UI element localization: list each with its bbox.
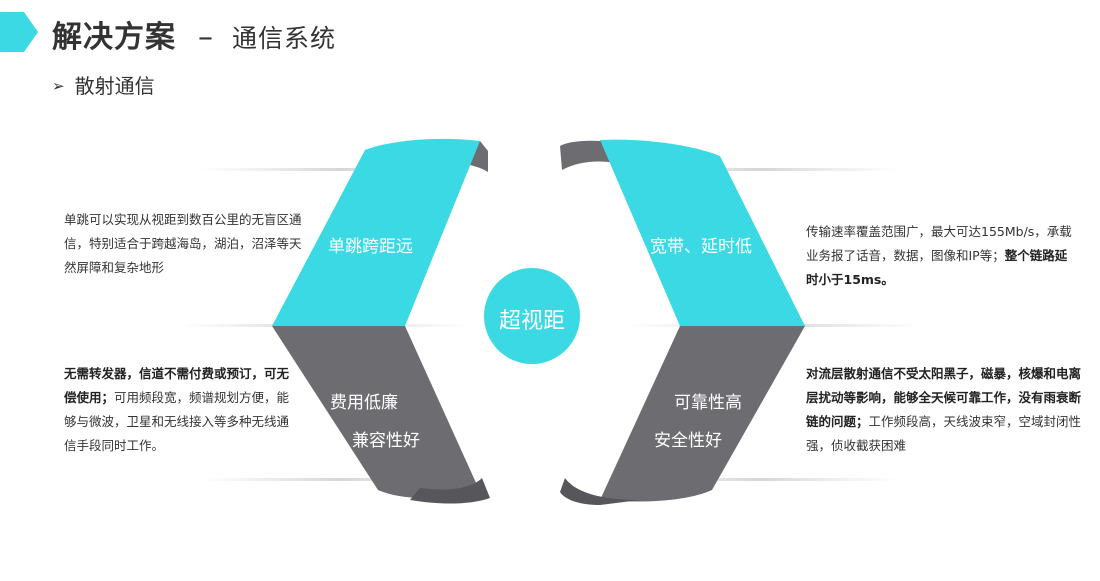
ribbon-left-top [272, 138, 480, 326]
desc-bottom-left: 无需转发器，信道不需付费或预订，可无偿使用；可用频段宽，频谱规划方便，能够与微波… [64, 362, 296, 458]
center-label: 超视距 [498, 309, 565, 334]
section-heading: ➢ 散射通信 [52, 70, 155, 99]
guide-line [200, 168, 480, 171]
label-bottom-left-2: 兼容性好 [352, 431, 420, 451]
desc-bottom-left-bold: 无需转发器，信道不需付费或预订，可无偿使用； [64, 366, 290, 405]
guide-line [620, 478, 900, 481]
desc-top-left-text: 单跳可以实现从视距到数百公里的无盲区通信，特别适合于跨越海岛，湖泊，沼泽等天然屏… [64, 212, 302, 275]
page-title: 解决方案–通信系统 [52, 12, 336, 56]
title-separator: – [198, 20, 214, 55]
desc-bottom-right-bold: 对流层散射通信不受太阳黑子，磁暴，核爆和电离层扰动等影响，能够全天候可靠工作，没… [806, 366, 1082, 429]
ribbon-right-bottom-curl [560, 478, 640, 505]
desc-top-right: 传输速率覆盖范围广，最大可达155Mb/s，承载业务报了话音，数据，图像和IP等… [806, 220, 1076, 292]
desc-top-right-normal: 传输速率覆盖范围广，最大可达155Mb/s，承载业务报了话音，数据，图像和IP等… [806, 224, 1072, 263]
ribbon-left-bottom-curl [410, 478, 490, 504]
arrow-right-icon: ➢ [52, 77, 65, 95]
desc-bottom-right-normal: 工作频段高，天线波束窄，空域封闭性强，侦收截获困难 [806, 414, 1082, 453]
ribbon-right-bottom [600, 326, 805, 502]
label-bottom-right-1: 可靠性高 [674, 393, 742, 413]
label-bottom-left-1: 费用低廉 [330, 393, 398, 413]
page-subtitle: 通信系统 [232, 24, 337, 53]
title-tab-shape [0, 12, 38, 52]
ribbon-right-top [600, 139, 805, 326]
label-top-right: 宽带、延时低 [650, 237, 752, 257]
section-title: 散射通信 [74, 74, 155, 98]
center-circle [484, 268, 580, 364]
guide-line [620, 168, 900, 171]
desc-bottom-right: 对流层散射通信不受太阳黑子，磁暴，核爆和电离层扰动等影响，能够全天候可靠工作，没… [806, 362, 1082, 458]
label-bottom-right-2: 安全性好 [654, 431, 722, 451]
label-top-left: 单跳跨距远 [328, 237, 413, 257]
guide-line [200, 478, 480, 481]
desc-top-right-bold: 整个链路延时小于15ms。 [806, 248, 1068, 287]
page-title-main: 解决方案 [52, 20, 176, 55]
ribbon-left-bottom [272, 326, 482, 499]
desc-bottom-left-normal: 可用频段宽，频谱规划方便，能够与微波，卫星和无线接入等多种无线通信手段同时工作。 [64, 390, 290, 453]
desc-top-left: 单跳可以实现从视距到数百公里的无盲区通信，特别适合于跨越海岛，湖泊，沼泽等天然屏… [64, 208, 304, 280]
